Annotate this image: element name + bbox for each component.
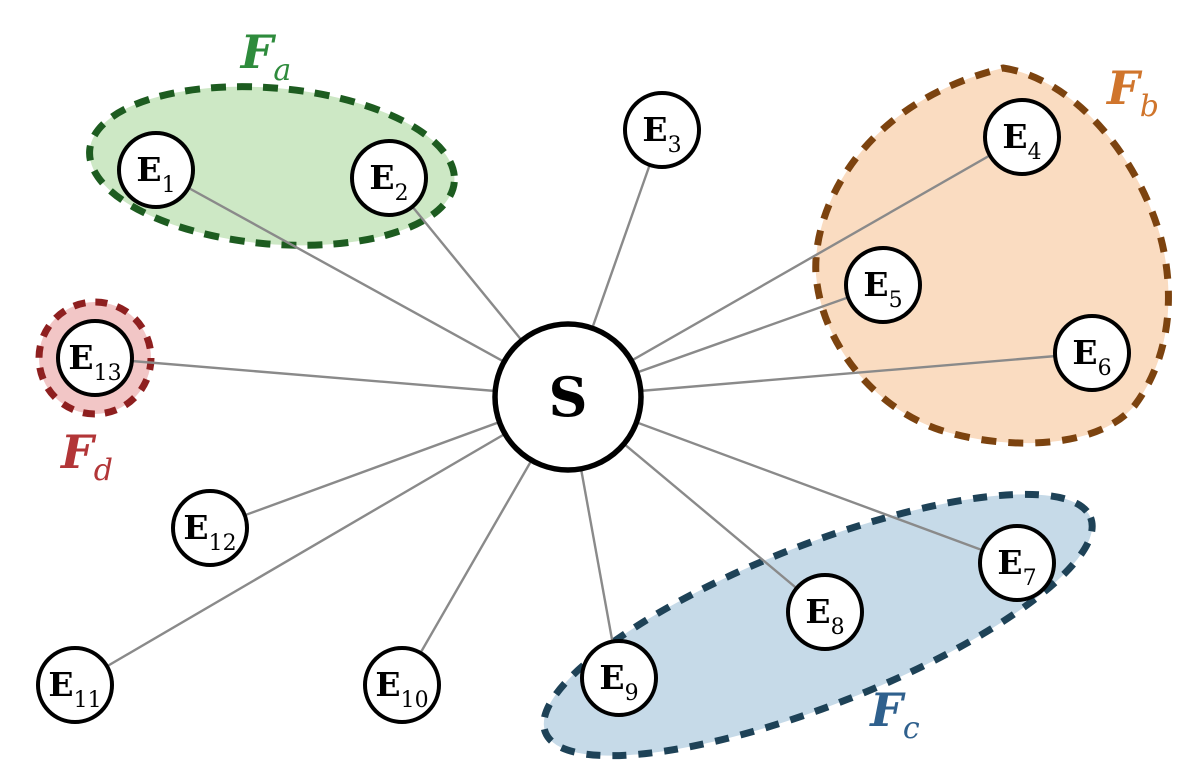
svg-text:E13: E13 [68,338,121,386]
node-e2: E2 [350,139,428,217]
edge-s-e7 [567,395,1018,565]
edge-s-e1 [155,168,569,399]
svg-text:S: S [549,365,588,429]
node-e9: E9 [580,639,658,717]
svg-text:E9: E9 [599,658,638,706]
node-e12: E12 [171,489,249,567]
svg-text:E2: E2 [369,158,408,206]
group-label-fd: Fd [59,425,113,488]
node-e1: E1 [117,131,195,209]
svg-text:E6: E6 [1072,333,1111,381]
svg-text:E3: E3 [642,110,681,158]
node-e6: E6 [1053,314,1131,392]
node-e5: E5 [844,246,922,324]
edge-s-e11 [74,395,569,687]
node-e13: E13 [56,319,134,397]
svg-text:E10: E10 [375,665,428,713]
edge-s-e4 [567,135,1023,399]
svg-text:E7: E7 [997,543,1036,591]
edge-s-e6 [567,351,1093,399]
node-e11: E11 [36,646,114,724]
group-label-fc: Fc [868,683,920,746]
node-e3: E3 [623,91,701,169]
svg-text:E8: E8 [805,592,844,640]
edge-s-e13 [94,356,569,399]
node-s-center: S [492,321,644,473]
svg-text:E5: E5 [863,265,902,313]
svg-text:E12: E12 [183,508,236,556]
group-label-fa: Fa [239,25,292,88]
svg-text:E4: E4 [1002,117,1041,165]
node-e4: E4 [983,98,1061,176]
node-e10: E10 [363,646,441,724]
node-e7: E7 [978,524,1056,602]
node-e8: E8 [786,573,864,651]
svg-text:E1: E1 [136,150,175,198]
svg-text:E11: E11 [48,665,101,713]
group-label-fb: Fb [1105,61,1159,124]
